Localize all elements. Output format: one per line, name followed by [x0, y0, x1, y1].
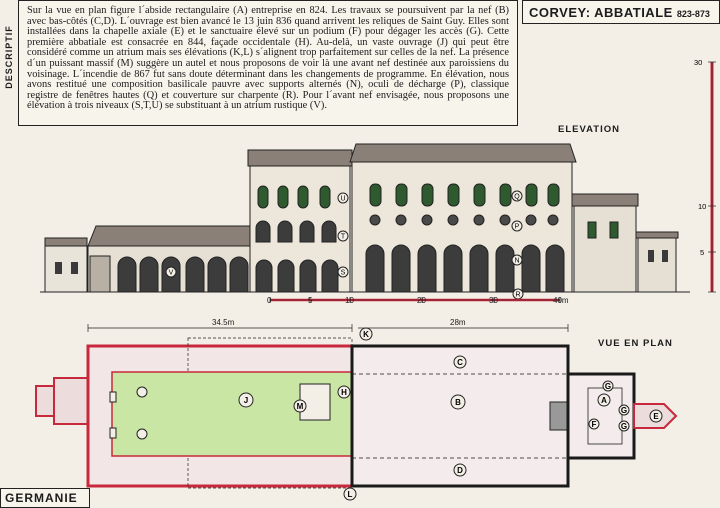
elevation-markers: U T S V Q P N R: [165, 190, 524, 300]
scale-tick-10: 10: [345, 296, 354, 305]
dimension-west: 34.5m: [212, 318, 235, 327]
dimension-lines: [87, 324, 569, 332]
marker-g2: G: [621, 406, 627, 415]
scale-tick-5: 5: [308, 296, 313, 305]
marker-e: E: [653, 412, 659, 421]
marker-s: S: [341, 270, 346, 277]
scale-tick-0: 0: [267, 296, 272, 305]
marker-b: B: [455, 398, 461, 407]
marker-l: L: [348, 490, 353, 499]
description-panel: Sur la vue en plan figure l´abside recta…: [18, 0, 518, 126]
marker-t: T: [341, 234, 346, 241]
west-porch: [44, 237, 88, 293]
marker-p: P: [515, 224, 520, 231]
scale-tick-20: 20: [417, 296, 426, 305]
choir: [571, 193, 679, 293]
main-nave: [349, 143, 577, 293]
plan-markers: K L C D J M H B A G G G F E: [238, 327, 663, 501]
marker-h: H: [341, 388, 347, 397]
scale-tick-30: 30: [489, 296, 498, 305]
page-title: CORVEY: ABBATIALE: [529, 5, 673, 20]
plan-west-porch: [35, 377, 89, 425]
marker-m: M: [297, 402, 304, 411]
vertical-scale: 30 10 5: [694, 58, 716, 293]
marker-u: U: [340, 196, 345, 203]
west-forepart: [247, 149, 353, 293]
marker-q: Q: [514, 194, 520, 201]
marker-a: A: [601, 396, 607, 405]
elevation-drawing: U T S V Q P N R: [40, 143, 690, 303]
marker-j: J: [244, 396, 248, 405]
plan-atrium: [86, 337, 354, 489]
horizontal-scale: [269, 297, 561, 303]
marker-n: N: [514, 258, 519, 265]
marker-k: K: [363, 330, 369, 339]
vscale-tick: 10: [698, 202, 706, 211]
plan-drawing: K L C D J M H B A G G G F E: [35, 324, 678, 501]
sidebar-label: DESCRIPTIF: [4, 25, 14, 89]
marker-r: R: [515, 292, 520, 299]
date-range: 823-873: [676, 9, 710, 19]
dimension-east: 28m: [450, 318, 466, 327]
plan-nave: [350, 344, 570, 488]
vscale-tick: 30: [694, 58, 702, 67]
marker-v: V: [169, 270, 174, 277]
marker-d: D: [457, 466, 463, 475]
marker-c: C: [457, 358, 463, 367]
country-label: GERMANIE: [0, 488, 90, 508]
marker-g1: G: [605, 382, 611, 391]
plan-label: VUE EN PLAN: [598, 338, 673, 349]
vscale-tick: 5: [700, 248, 704, 257]
description-text: Sur la vue en plan figure l´abside recta…: [27, 5, 509, 112]
atrium-arcade: [87, 225, 251, 293]
marker-g3: G: [621, 422, 627, 431]
scale-tick-40: 40m: [553, 296, 569, 305]
marker-f: F: [592, 420, 597, 429]
elevation-label: ELEVATION: [558, 124, 620, 135]
